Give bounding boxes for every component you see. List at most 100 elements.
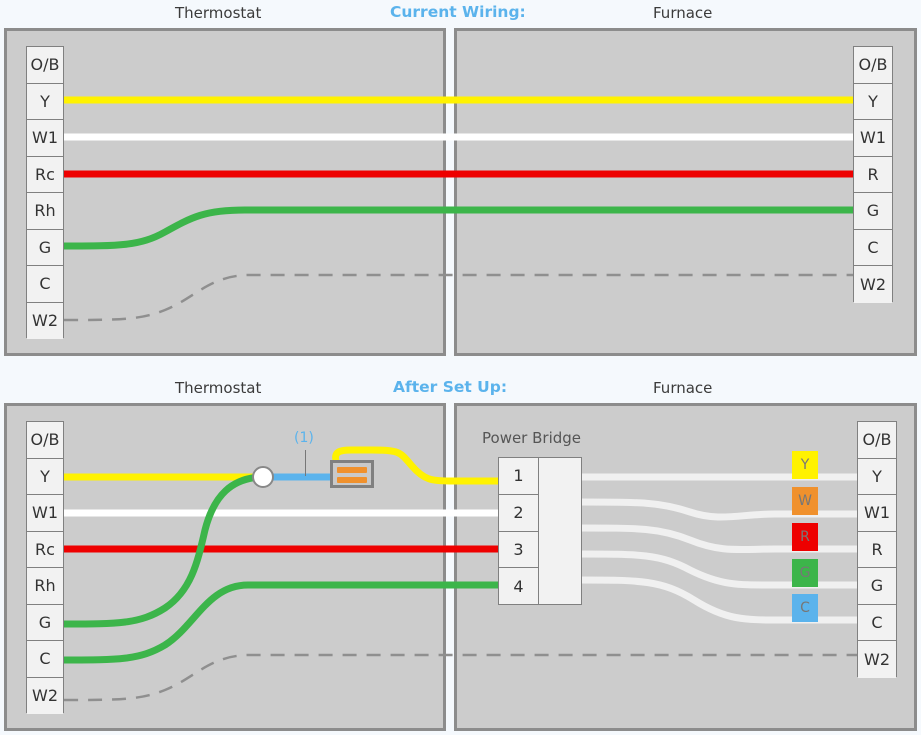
section-2-thermostat-terminal-g[interactable]: G bbox=[27, 604, 63, 641]
terminal-label: C bbox=[39, 274, 51, 294]
section-2-thermostat-terminal-rc[interactable]: Rc bbox=[27, 531, 63, 568]
wire-chip-label: C bbox=[800, 600, 810, 616]
terminal-label: C bbox=[867, 237, 879, 257]
power-bridge-port-4[interactable]: 4 bbox=[499, 568, 538, 604]
power-bridge-port-2[interactable]: 2 bbox=[499, 495, 538, 532]
wire-chip-w: W bbox=[792, 487, 818, 515]
wire-chip-label: R bbox=[800, 529, 810, 545]
wire-chip-g: G bbox=[792, 559, 818, 587]
section-1-thermostat-terminal-y[interactable]: Y bbox=[27, 83, 63, 120]
section-1-furnace-terminal-g[interactable]: G bbox=[854, 193, 892, 230]
wire-chip-label: W bbox=[798, 493, 812, 509]
section-1-thermostat-terminal-g[interactable]: G bbox=[27, 229, 63, 266]
terminal-label: C bbox=[871, 612, 883, 632]
power-bridge-port-label: 3 bbox=[513, 539, 524, 559]
section-2-thermostat-terminal-w1[interactable]: W1 bbox=[27, 495, 63, 532]
section-1-title: Current Wiring: bbox=[390, 3, 526, 21]
section-2-thermostat-label: Thermostat bbox=[175, 379, 262, 397]
terminal-label: O/B bbox=[30, 55, 60, 75]
wire-chip-y: Y bbox=[792, 451, 818, 479]
section-1-furnace-terminal-w2[interactable]: W2 bbox=[854, 266, 892, 303]
terminal-label: G bbox=[38, 612, 52, 632]
section-2-thermostat-panel bbox=[4, 403, 446, 731]
terminal-label: W2 bbox=[32, 686, 58, 706]
terminal-label: Rc bbox=[35, 164, 55, 184]
wire-chip-c: C bbox=[792, 594, 818, 622]
terminal-label: R bbox=[867, 164, 879, 184]
terminal-label: O/B bbox=[858, 55, 888, 75]
wire-connector[interactable] bbox=[330, 460, 374, 488]
section-2-furnace-label: Furnace bbox=[653, 379, 713, 397]
terminal-label: W1 bbox=[32, 503, 58, 523]
power-bridge-port-label: 1 bbox=[513, 466, 524, 486]
section-2-thermostat-terminal-c[interactable]: C bbox=[27, 641, 63, 678]
wire-chip-label: Y bbox=[800, 457, 810, 473]
section-2-furnace-terminal-c[interactable]: C bbox=[858, 604, 896, 641]
terminal-label: C bbox=[39, 649, 51, 669]
callout-1-label: (1) bbox=[294, 430, 314, 446]
terminal-label: W1 bbox=[864, 503, 890, 523]
power-bridge-ports: 1 2 3 4 bbox=[499, 458, 539, 604]
section-2-thermostat-terminal-o-b[interactable]: O/B bbox=[27, 422, 63, 459]
section-2-thermostat-terminal-y[interactable]: Y bbox=[27, 458, 63, 495]
terminal-label: Y bbox=[868, 91, 878, 111]
connector-bar-top bbox=[337, 467, 367, 473]
section-1-furnace-panel bbox=[454, 28, 917, 356]
power-bridge-body bbox=[539, 458, 581, 604]
power-bridge-port-label: 2 bbox=[513, 503, 524, 523]
power-bridge-port-3[interactable]: 3 bbox=[499, 532, 538, 569]
section-2-furnace-terminal-y[interactable]: Y bbox=[858, 458, 896, 495]
section-2-furnace-terminal-r[interactable]: R bbox=[858, 531, 896, 568]
section-2-title: After Set Up: bbox=[393, 378, 508, 396]
section-2-furnace-terminal-w1[interactable]: W1 bbox=[858, 495, 896, 532]
wire-junction-dot bbox=[252, 466, 274, 488]
section-1-furnace-terminal-r[interactable]: R bbox=[854, 156, 892, 193]
section-2-furnace-terminal-g[interactable]: G bbox=[858, 568, 896, 605]
terminal-label: W1 bbox=[860, 128, 886, 148]
terminal-label: O/B bbox=[30, 430, 60, 450]
section-1-thermostat-terminal-o-b[interactable]: O/B bbox=[27, 47, 63, 84]
section-1-thermostat-terminal-rc[interactable]: Rc bbox=[27, 156, 63, 193]
terminal-label: Rc bbox=[35, 539, 55, 559]
terminal-label: W2 bbox=[32, 311, 58, 331]
terminal-label: Y bbox=[40, 466, 50, 486]
section-1-thermostat-terminal-c[interactable]: C bbox=[27, 266, 63, 303]
terminal-label: Rh bbox=[34, 576, 56, 596]
section-1-thermostat-panel bbox=[4, 28, 446, 356]
power-bridge-label: Power Bridge bbox=[482, 429, 582, 447]
section-1-thermostat-terminal-w2[interactable]: W2 bbox=[27, 302, 63, 339]
power-bridge-port-label: 4 bbox=[513, 576, 524, 596]
wire-chip-label: G bbox=[799, 565, 811, 581]
terminal-label: Y bbox=[40, 91, 50, 111]
terminal-label: G bbox=[38, 237, 52, 257]
power-bridge[interactable]: 1 2 3 4 bbox=[498, 457, 582, 605]
section-1-furnace-terminal-y[interactable]: Y bbox=[854, 83, 892, 120]
wire-chip-r: R bbox=[792, 523, 818, 551]
terminal-label: Rh bbox=[34, 201, 56, 221]
terminal-label: Y bbox=[872, 466, 882, 486]
terminal-label: G bbox=[870, 576, 884, 596]
section-1-furnace-label: Furnace bbox=[653, 4, 713, 22]
section-1-thermostat-label: Thermostat bbox=[175, 4, 262, 22]
section-2-thermostat-terminal-rh[interactable]: Rh bbox=[27, 568, 63, 605]
section-1-thermostat-terminal-rh[interactable]: Rh bbox=[27, 193, 63, 230]
section-1-furnace-terminal-o-b[interactable]: O/B bbox=[854, 47, 892, 84]
terminal-label: W1 bbox=[32, 128, 58, 148]
connector-bar-bottom bbox=[337, 477, 367, 483]
terminal-label: O/B bbox=[862, 430, 892, 450]
section-2-furnace-terminal-w2[interactable]: W2 bbox=[858, 641, 896, 678]
terminal-label: W2 bbox=[860, 274, 886, 294]
callout-1-leader-line bbox=[305, 450, 306, 476]
terminal-label: W2 bbox=[864, 649, 890, 669]
section-2-thermostat-terminal-w2[interactable]: W2 bbox=[27, 677, 63, 714]
section-1-thermostat-terminal-w1[interactable]: W1 bbox=[27, 120, 63, 157]
section-2-furnace-terminal-o-b[interactable]: O/B bbox=[858, 422, 896, 459]
section-1-furnace-terminal-w1[interactable]: W1 bbox=[854, 120, 892, 157]
power-bridge-port-1[interactable]: 1 bbox=[499, 458, 538, 495]
terminal-label: R bbox=[871, 539, 883, 559]
section-1-furnace-terminal-c[interactable]: C bbox=[854, 229, 892, 266]
